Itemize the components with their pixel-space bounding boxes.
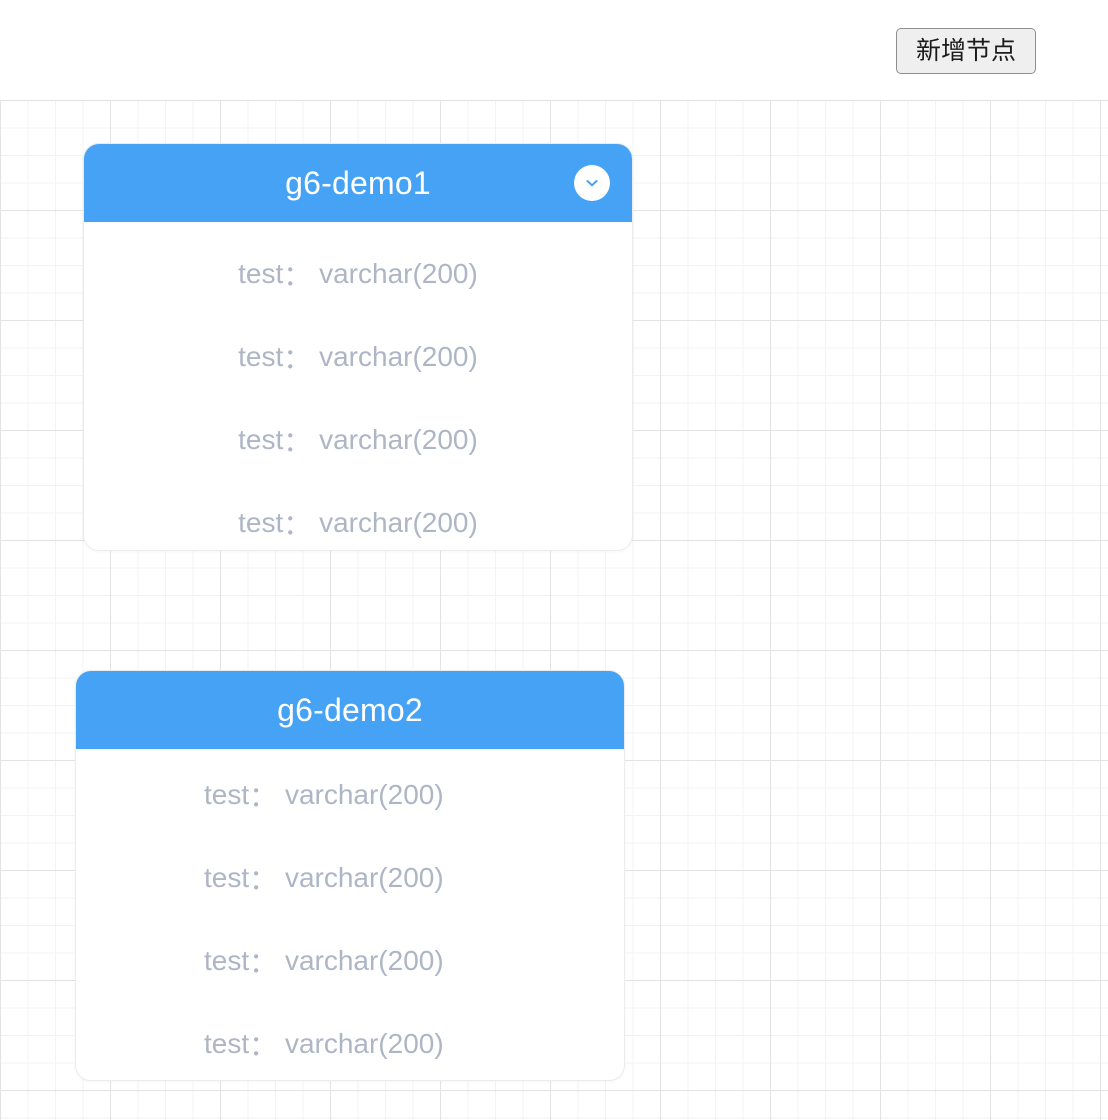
- row-field: test: [204, 944, 250, 976]
- node-body: test： varchar(200) test： varchar(200) te…: [76, 749, 624, 1080]
- node-row[interactable]: test： varchar(200): [84, 232, 632, 315]
- row-separator: ：: [249, 946, 278, 978]
- row-type: varchar(200): [319, 423, 478, 455]
- node-header[interactable]: g6-demo2: [76, 671, 624, 749]
- row-field: test: [204, 1027, 250, 1059]
- row-separator: ：: [249, 780, 278, 812]
- row-type: varchar(200): [319, 506, 478, 538]
- row-separator: ：: [283, 425, 312, 457]
- chevron-down-icon[interactable]: [574, 165, 610, 201]
- row-field: test: [238, 423, 284, 455]
- row-separator: ：: [249, 863, 278, 895]
- row-type: varchar(200): [284, 1027, 444, 1059]
- node-row[interactable]: test： varchar(200): [76, 753, 624, 836]
- node-card-g6-demo2[interactable]: g6-demo2 test： varchar(200) test： varcha…: [75, 670, 625, 1081]
- row-type: varchar(200): [319, 257, 478, 289]
- graph-canvas[interactable]: g6-demo1 test： varchar(200) test： varcha…: [0, 100, 1108, 1120]
- node-row[interactable]: test： varchar(200): [84, 481, 632, 550]
- node-title: g6-demo2: [277, 691, 423, 728]
- row-separator: ：: [283, 259, 312, 291]
- node-row[interactable]: test： varchar(200): [76, 836, 624, 919]
- row-type: varchar(200): [284, 944, 444, 976]
- toolbar: 新增节点: [0, 0, 1108, 100]
- row-separator: ：: [249, 1029, 278, 1061]
- node-body: test： varchar(200) test： varchar(200) te…: [84, 222, 632, 550]
- row-type: varchar(200): [319, 340, 478, 372]
- node-row[interactable]: test： varchar(200): [84, 398, 632, 481]
- row-field: test: [238, 506, 284, 538]
- node-title: g6-demo1: [285, 164, 431, 201]
- add-node-button[interactable]: 新增节点: [896, 28, 1036, 74]
- node-row[interactable]: test： varchar(200): [84, 315, 632, 398]
- node-card-g6-demo1[interactable]: g6-demo1 test： varchar(200) test： varcha…: [83, 143, 633, 551]
- node-row[interactable]: test： varchar(200): [76, 1002, 624, 1080]
- row-field: test: [238, 257, 284, 289]
- row-separator: ：: [283, 342, 312, 374]
- row-type: varchar(200): [284, 861, 444, 893]
- row-type: varchar(200): [284, 778, 444, 810]
- row-separator: ：: [283, 508, 312, 540]
- node-row[interactable]: test： varchar(200): [76, 919, 624, 1002]
- node-header[interactable]: g6-demo1: [84, 144, 632, 222]
- row-field: test: [204, 778, 250, 810]
- row-field: test: [238, 340, 284, 372]
- row-field: test: [204, 861, 250, 893]
